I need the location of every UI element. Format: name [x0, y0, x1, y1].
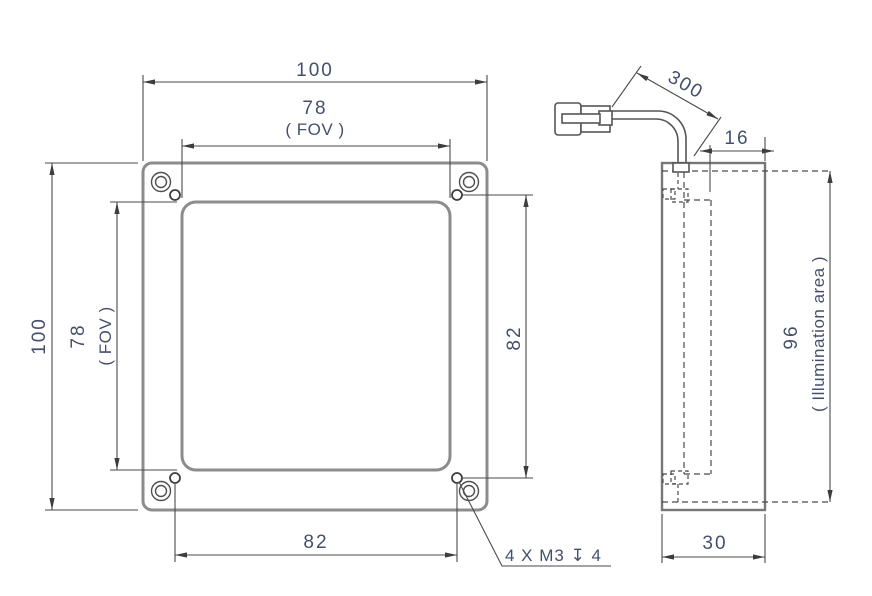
dim-label-fov-width: 78	[302, 98, 327, 119]
corner-thread-hole	[150, 480, 172, 502]
dim-label-fov-width-note: ( FOV )	[285, 120, 344, 139]
thread-callout-label: 4 X M3 ↧ 4	[505, 546, 602, 565]
dim-hole-spacing-horizontal: 82	[174, 484, 458, 562]
cable-entry-grommet	[672, 162, 690, 173]
dim-front-overall-width: 100	[142, 60, 488, 161]
dim-label-fov-height: 78	[68, 323, 89, 348]
mounting-hole	[169, 472, 181, 484]
front-illumination-window	[180, 200, 452, 472]
connector	[554, 102, 613, 136]
hidden-screw-bottom	[662, 470, 689, 502]
dim-label-side-width: 30	[702, 533, 727, 554]
side-view	[554, 102, 832, 512]
corner-thread-hole	[150, 171, 172, 193]
mounting-hole	[451, 472, 463, 484]
dim-front-fov-width: 78 ( FOV )	[181, 98, 451, 198]
dim-label-illumination-note: ( Illumination area )	[809, 256, 828, 412]
cable-inner-edge	[612, 118, 679, 163]
dim-illumination-height: 96 ( Illumination area )	[781, 171, 833, 502]
dim-front-fov-height: 78 ( FOV )	[68, 201, 177, 471]
dim-label-hole-spacing-h: 82	[303, 532, 328, 553]
front-view	[141, 161, 489, 512]
mounting-hole	[169, 189, 181, 201]
hidden-screw-top	[662, 173, 689, 203]
side-body	[660, 161, 767, 512]
mounting-hole	[451, 189, 463, 201]
dim-label-fov-height-note: ( FOV )	[96, 306, 115, 365]
dim-hole-spacing-vertical: 82	[462, 194, 533, 479]
dim-label-illumination-height: 96	[781, 324, 802, 349]
thread-callout: 4 X M3 ↧ 4	[458, 481, 611, 567]
corner-thread-hole	[458, 171, 480, 193]
dim-label-hole-spacing-v: 82	[504, 325, 525, 350]
dim-label-depth-top: 16	[724, 128, 749, 149]
dim-side-depth-top: 16	[700, 128, 774, 192]
dim-front-overall-height: 100	[29, 162, 138, 511]
dim-side-width: 30	[661, 514, 766, 563]
dim-label-cable-length: 300	[664, 67, 707, 104]
dim-label-front-height: 100	[29, 317, 50, 355]
dim-label-front-width: 100	[296, 60, 334, 81]
